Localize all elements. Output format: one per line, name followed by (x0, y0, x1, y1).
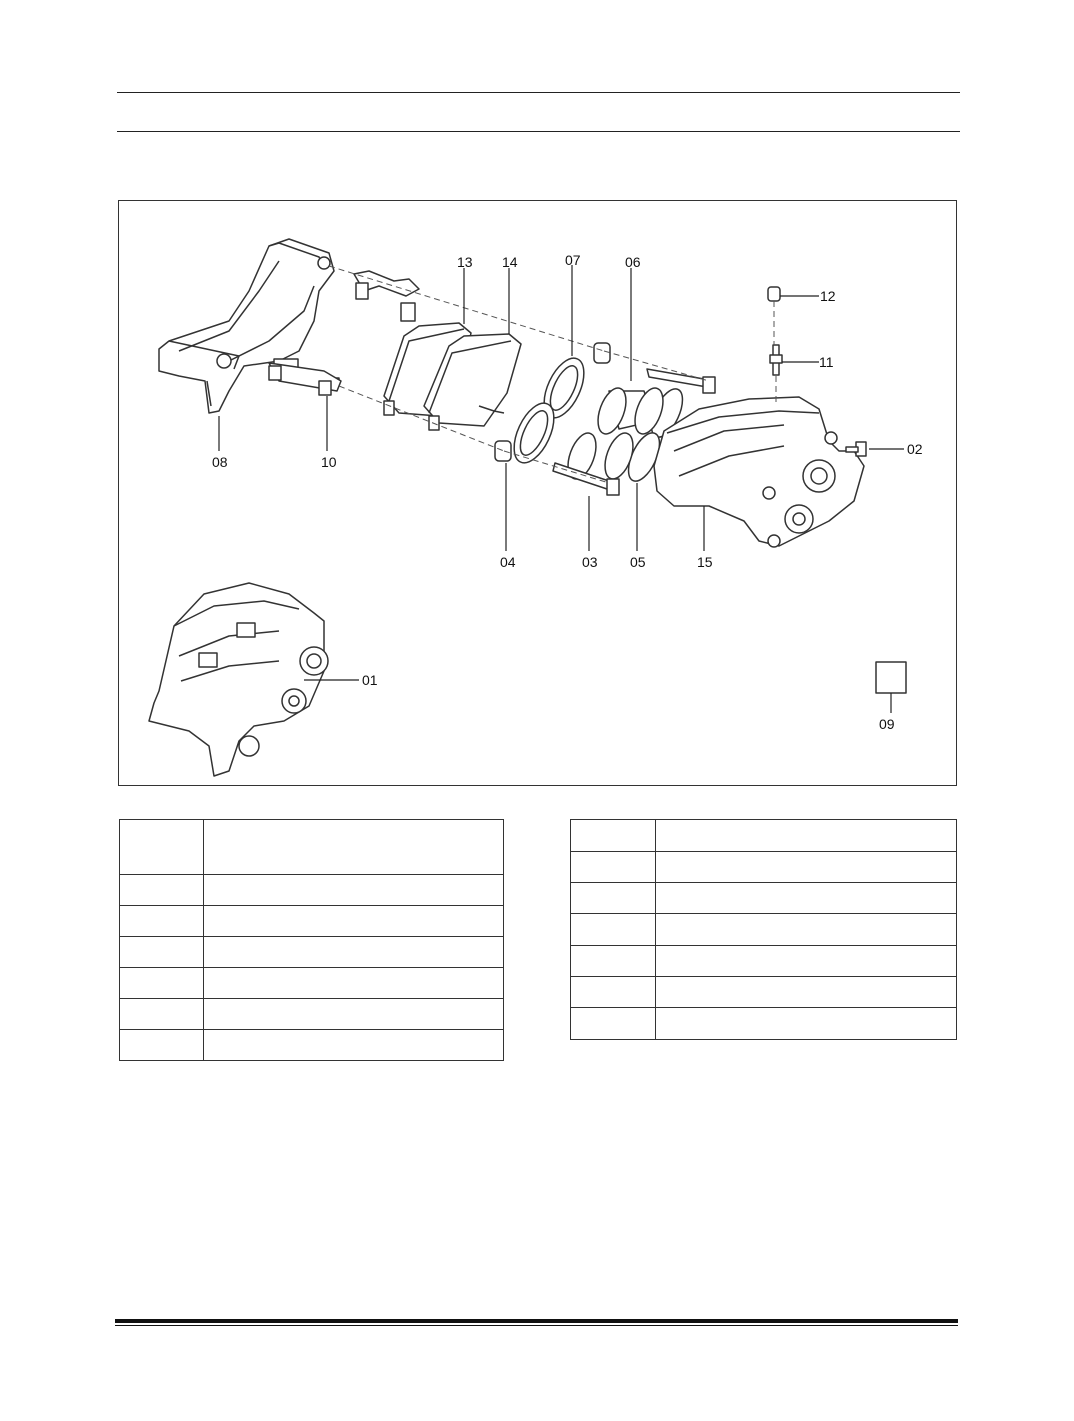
assembled-caliper (148, 582, 329, 777)
table-cell (203, 874, 504, 906)
table-cell (570, 819, 656, 852)
callout-03: 03 (582, 554, 598, 570)
table-cell (570, 882, 656, 914)
table-row (570, 976, 957, 1008)
footer-rule-thick (115, 1319, 958, 1323)
table-cell (655, 945, 957, 977)
bleeder-parts (767, 286, 783, 376)
guide-pins (552, 368, 716, 496)
callout-11: 11 (819, 354, 834, 370)
callout-14: 14 (502, 254, 518, 270)
caliper-housing (653, 396, 865, 548)
table-cell (655, 913, 957, 946)
callout-08: 08 (212, 454, 228, 470)
part-09-box (875, 661, 907, 694)
table-cell (655, 882, 957, 914)
table-cell (570, 851, 656, 883)
table-cell (570, 976, 656, 1008)
callout-13: 13 (457, 254, 473, 270)
callout-10: 10 (321, 454, 337, 470)
table-row (119, 967, 504, 999)
table-row (570, 913, 957, 946)
table-cell (655, 1007, 957, 1040)
table-cell (203, 1029, 504, 1061)
table-row (119, 936, 504, 968)
table-row (570, 851, 957, 883)
table-cell (119, 936, 204, 968)
table-cell (203, 967, 504, 999)
table-row (570, 1007, 957, 1040)
footer-rule-thin (115, 1325, 958, 1326)
parts-table-left (119, 819, 504, 1061)
callout-04: 04 (500, 554, 516, 570)
table-cell (655, 851, 957, 883)
table-cell (655, 976, 957, 1008)
table-row (570, 945, 957, 977)
table-row (570, 819, 957, 852)
table-cell (119, 905, 204, 937)
caliper-bracket (158, 238, 340, 414)
callout-12: 12 (820, 288, 836, 304)
callout-05: 05 (630, 554, 646, 570)
leader-lines (218, 265, 904, 713)
bushings (494, 342, 611, 462)
table-cell (119, 1029, 204, 1061)
table-row (119, 874, 504, 906)
table-cell (203, 819, 504, 875)
callout-01: 01 (362, 672, 378, 688)
table-cell (119, 874, 204, 906)
exploded-view-figure: 08 10 13 14 07 06 12 11 02 04 03 05 15 0… (118, 200, 957, 786)
pad-clips (268, 270, 420, 396)
callout-06: 06 (625, 254, 641, 270)
table-cell (570, 913, 656, 946)
table-cell (203, 998, 504, 1030)
table-cell (203, 905, 504, 937)
table-row (119, 998, 504, 1030)
table-row (570, 882, 957, 914)
pistons (567, 387, 664, 480)
header-rule-bottom (117, 131, 960, 132)
table-cell (119, 819, 204, 875)
parts-table-right (570, 819, 957, 1040)
table-cell (655, 819, 957, 852)
table-cell (570, 1007, 656, 1040)
callout-07: 07 (565, 252, 581, 268)
callout-15: 15 (697, 554, 713, 570)
brake-pads (383, 322, 522, 431)
mounting-bolt (845, 441, 867, 457)
table-row (119, 1029, 504, 1061)
table-cell (203, 936, 504, 968)
callout-02: 02 (907, 441, 923, 457)
seals-and-boots (513, 357, 684, 482)
header-rule-top (117, 92, 960, 93)
callout-09: 09 (879, 716, 895, 732)
table-cell (119, 967, 204, 999)
table-row (119, 905, 504, 937)
table-row (119, 819, 504, 875)
table-cell (119, 998, 204, 1030)
alignment-lines (328, 265, 777, 484)
table-cell (570, 945, 656, 977)
exploded-view-drawing: 08 10 13 14 07 06 12 11 02 04 03 05 15 0… (148, 238, 923, 777)
